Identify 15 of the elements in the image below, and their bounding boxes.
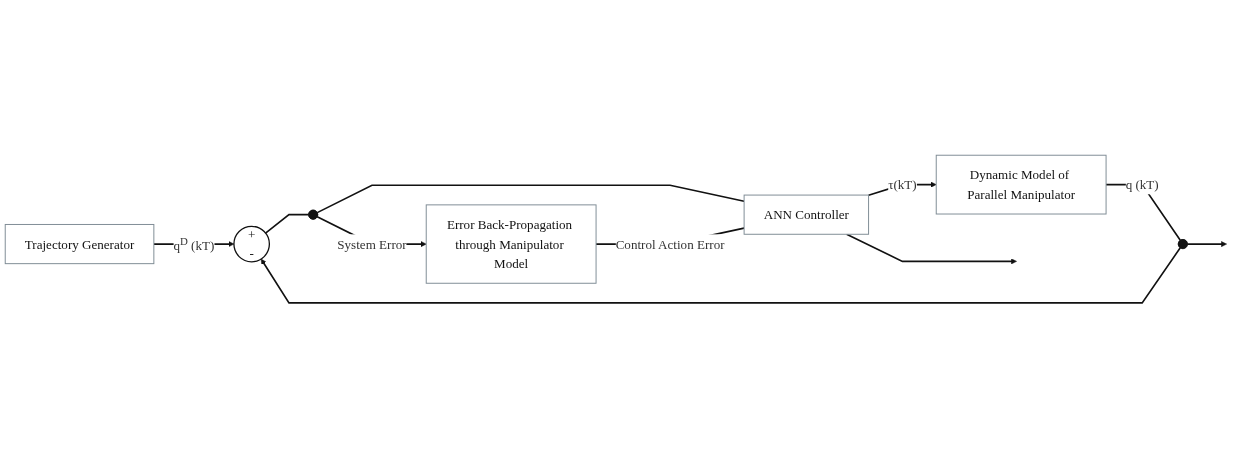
arrow [845,233,1017,265]
node-box: Trajectory Generator [4,224,155,265]
arrow [260,247,1182,305]
edge-label: q (kT) [1125,177,1159,193]
edge-label: Control Action Error [615,237,725,252]
node-box: Dynamic Model of Parallel Manipulator [935,155,1107,215]
edge-label: τ(kT) [888,177,917,193]
edge-label: q$^{D}$ (kT) [173,235,215,253]
connector [316,184,745,214]
node-circle: + - [233,226,271,263]
node-box: ANN Controller [743,195,870,236]
arrow [1186,241,1227,248]
node-box: Error Back-Propagation through Manipulator Model [425,204,597,285]
connector [264,214,310,235]
edge-label: System Error [337,237,407,252]
